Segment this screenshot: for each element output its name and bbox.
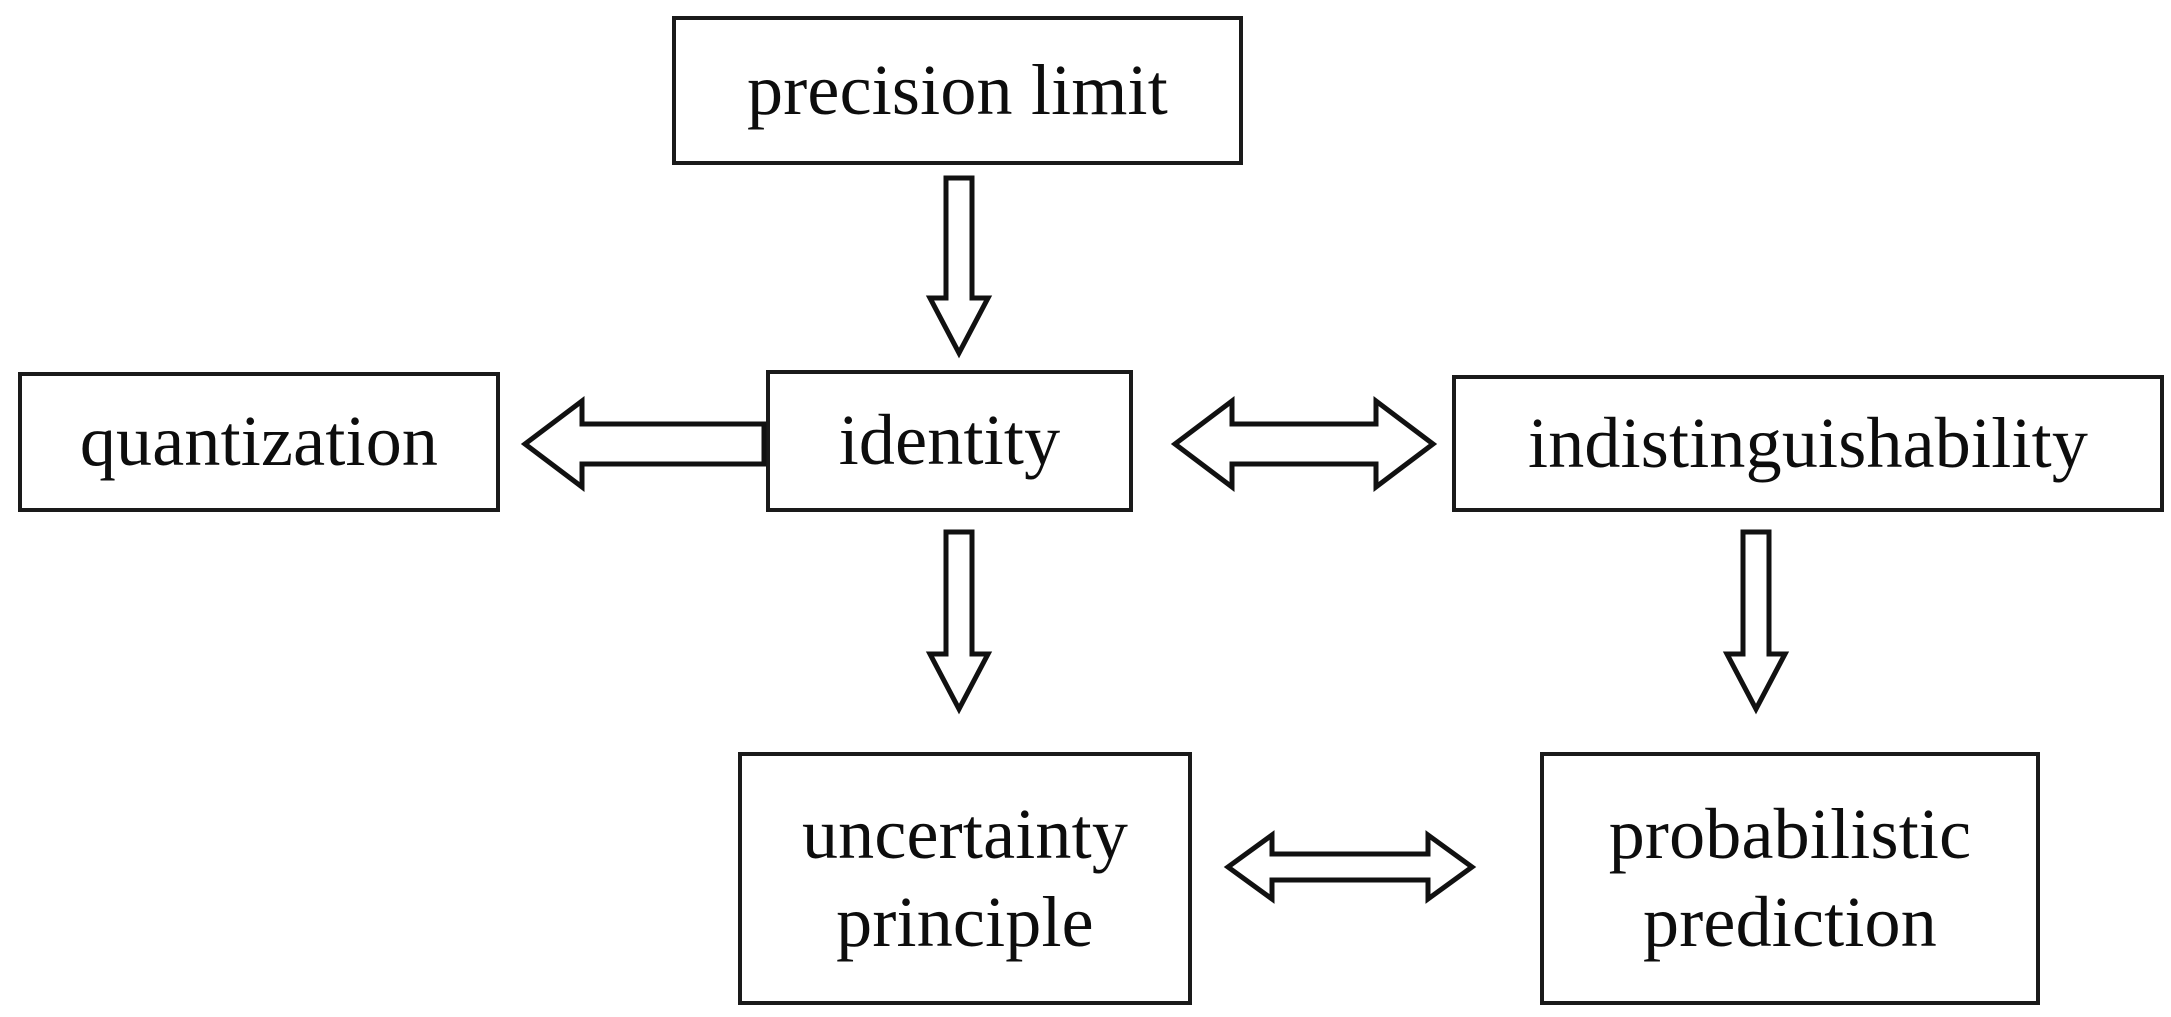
node-identity: identity — [766, 370, 1133, 512]
node-quantization-label: quantization — [79, 401, 439, 482]
arrow-down-indistinguishability-to-probabilistic-prediction — [1722, 529, 1790, 715]
arrow-bidirectional-uncertainty-principle-probabilistic-prediction — [1223, 830, 1477, 904]
node-uncertainty-principle-label: uncertainty principle — [801, 793, 1129, 962]
arrow-down-identity-to-uncertainty-principle — [925, 529, 993, 715]
arrow-left-identity-to-quantization — [520, 395, 767, 493]
node-indistinguishability: indistinguishability — [1452, 375, 2164, 512]
node-indistinguishability-label: indistinguishability — [1527, 402, 2089, 483]
arrow-bidirectional-identity-indistinguishability — [1170, 395, 1438, 493]
node-identity-label: identity — [838, 400, 1061, 481]
node-probabilistic-prediction: probabilistic prediction — [1540, 752, 2040, 1005]
node-uncertainty-principle: uncertainty principle — [738, 752, 1192, 1005]
node-precision-limit-label: precision limit — [747, 49, 1168, 130]
node-probabilistic-prediction-label: probabilistic prediction — [1608, 793, 1972, 962]
arrow-down-precision-limit-to-identity — [925, 175, 993, 359]
node-quantization: quantization — [18, 372, 500, 512]
node-precision-limit: precision limit — [672, 16, 1243, 165]
